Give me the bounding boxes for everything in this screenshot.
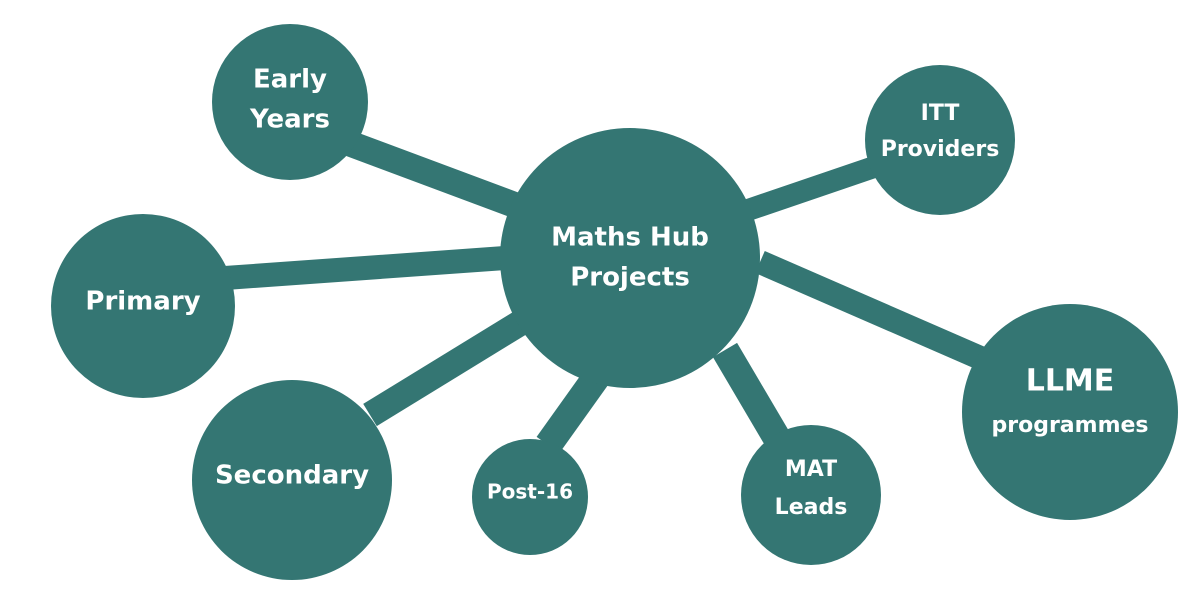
connector-early-years <box>330 125 533 223</box>
node-label-center-line-1: Maths Hub <box>551 223 709 253</box>
node-itt-providers: ITT Providers <box>865 65 1015 215</box>
node-circle-primary <box>51 214 235 398</box>
node-label-early-years-line-1: Early <box>253 65 327 95</box>
node-circle-itt-providers <box>865 65 1015 215</box>
node-llme-programmes: LLME programmes <box>962 304 1178 520</box>
node-label-center-line-2: Projects <box>570 263 690 293</box>
node-circle-mat-leads <box>741 425 881 565</box>
node-mat-leads: MAT Leads <box>741 425 881 565</box>
node-label-llme-programmes-line-2: programmes <box>991 413 1148 438</box>
node-label-early-years-line-2: Years <box>249 105 330 135</box>
connector-mat-leads <box>712 342 791 448</box>
node-circle-center <box>500 128 760 388</box>
node-circle-llme-programmes <box>962 304 1178 520</box>
node-secondary: Secondary <box>192 380 392 580</box>
connectors <box>224 125 990 454</box>
node-label-mat-leads-line-1: MAT <box>785 457 837 482</box>
node-label-primary-line-1: Primary <box>85 287 200 317</box>
connector-llme-programmes <box>755 250 990 372</box>
node-label-post-16-line-1: Post-16 <box>487 480 573 504</box>
connector-itt-providers <box>744 154 884 221</box>
connector-primary <box>224 246 506 290</box>
node-circle-secondary <box>192 380 392 580</box>
node-post-16: Post-16 <box>472 439 588 555</box>
connector-secondary <box>363 308 532 427</box>
node-label-itt-providers-line-1: ITT <box>921 101 960 126</box>
node-label-itt-providers-line-2: Providers <box>881 137 1000 162</box>
node-label-secondary-line-1: Secondary <box>215 461 369 491</box>
node-circle-early-years <box>212 24 368 180</box>
connector-post-16 <box>536 366 610 454</box>
node-label-llme-programmes-line-1: LLME <box>1026 364 1115 399</box>
node-primary: Primary <box>51 214 235 398</box>
node-circle-post-16 <box>472 439 588 555</box>
node-label-mat-leads-line-2: Leads <box>775 495 848 520</box>
